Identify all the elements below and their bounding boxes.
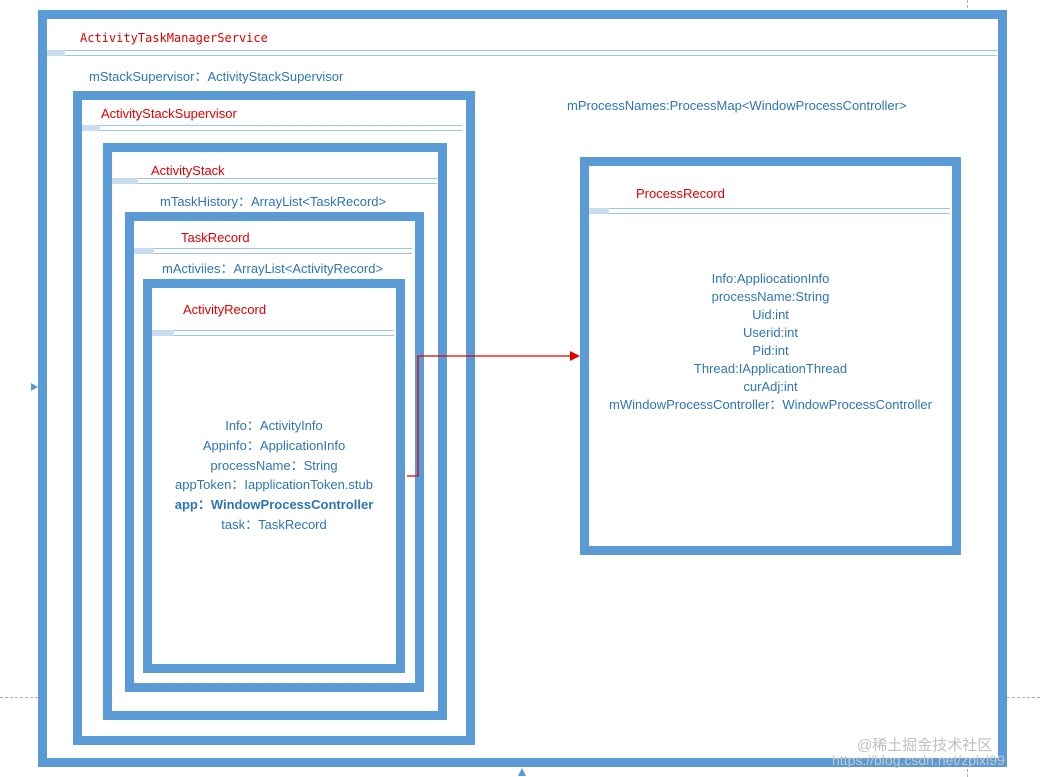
process-record-header-rule — [609, 208, 950, 214]
activity-stack-title: ActivityStack — [151, 163, 225, 178]
activity-record-header-tab — [152, 330, 174, 336]
activity-record-app-field: app：WindowProcessController — [174, 497, 374, 512]
task-record-header-tab — [134, 248, 154, 254]
process-record-fields: Info:AppliocationInfo processName:String… — [589, 270, 952, 414]
url-watermark: https://blog.csdn.net/zplxl99 — [832, 752, 1005, 768]
activity-record-field: task：TaskRecord — [221, 517, 327, 532]
stack-supervisor-title: ActivityStackSupervisor — [101, 106, 237, 121]
process-record-field: Info:AppliocationInfo — [711, 271, 830, 286]
process-names-field: mProcessNames:ProcessMap<WindowProcessCo… — [567, 98, 907, 113]
activity-stack-header-tab — [112, 178, 138, 184]
process-record-box — [580, 157, 961, 555]
stack-supervisor-field: mStackSupervisor：ActivityStackSupervisor — [89, 69, 344, 84]
stack-supervisor-header-rule — [100, 125, 462, 131]
service-header-tab — [47, 50, 65, 56]
bottom-edge-marker-icon — [518, 768, 526, 776]
process-record-field: mWindowProcessController：WindowProcessCo… — [609, 397, 932, 412]
process-record-title: ProcessRecord — [636, 186, 725, 201]
process-record-field: processName:String — [711, 289, 830, 304]
process-record-field: Thread:IApplicationThread — [693, 361, 848, 376]
activity-record-box — [143, 279, 405, 673]
activity-record-field: Info：ActivityInfo — [225, 418, 323, 433]
activities-field: mActiviies：ArrayList<ActivityRecord> — [162, 261, 384, 276]
service-title: ActivityTaskManagerService — [80, 31, 268, 45]
left-edge-marker-icon — [31, 383, 38, 391]
task-record-title: TaskRecord — [181, 230, 250, 245]
activity-record-field: appToken：IapplicationToken.stub — [174, 477, 374, 492]
process-record-field: Pid:int — [752, 343, 789, 358]
activity-record-field: processName：String — [210, 458, 338, 473]
process-record-field: Userid:int — [743, 325, 798, 340]
stack-supervisor-header-tab — [82, 125, 100, 131]
service-header-rule — [65, 50, 997, 56]
activity-record-fields: Info：ActivityInfo Appinfo：ApplicationInf… — [153, 416, 395, 534]
activity-stack-header-rule — [138, 178, 437, 184]
process-record-field: Uid:int — [752, 307, 789, 322]
task-history-field: mTaskHistory：ArrayList<TaskRecord> — [160, 194, 387, 209]
brand-watermark: @稀土掘金技术社区 — [857, 737, 993, 754]
process-record-header-tab — [589, 208, 609, 214]
task-record-header-rule — [154, 248, 412, 254]
activity-record-header-rule — [174, 330, 394, 336]
activity-record-field: Appinfo：ApplicationInfo — [202, 438, 346, 453]
process-record-field: curAdj:int — [743, 379, 798, 394]
activity-record-title: ActivityRecord — [183, 302, 267, 317]
